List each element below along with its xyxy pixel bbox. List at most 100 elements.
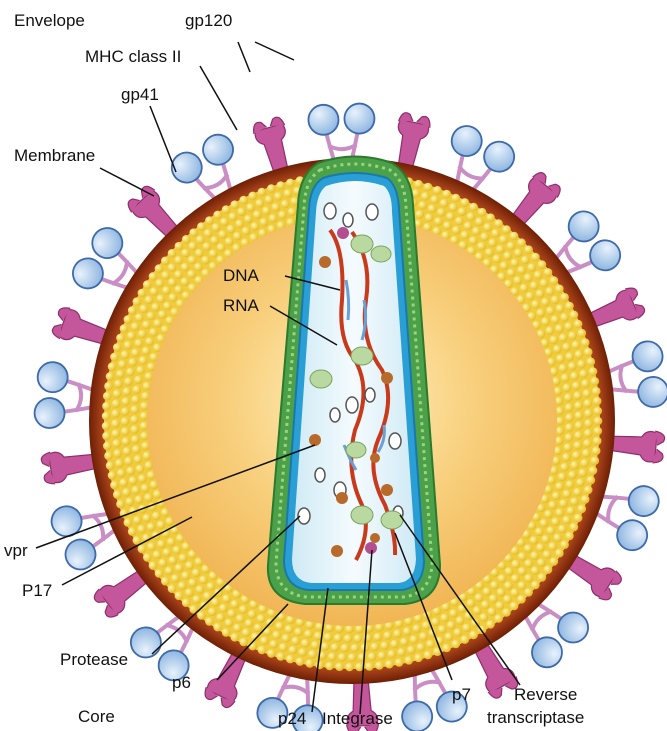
- matrix-bead: [449, 203, 458, 212]
- matrix-bead: [403, 627, 412, 636]
- matrix-bead: [120, 324, 129, 333]
- matrix-bead: [276, 652, 285, 661]
- matrix-bead: [458, 207, 467, 216]
- matrix-bead: [517, 595, 526, 604]
- matrix-bead: [579, 469, 588, 478]
- matrix-bead: [374, 633, 383, 642]
- matrix-bead: [133, 516, 142, 525]
- matrix-bead: [400, 638, 409, 647]
- matrix-bead: [560, 463, 569, 472]
- matrix-bead: [265, 195, 274, 204]
- matrix-bead: [123, 447, 132, 456]
- matrix-bead: [138, 474, 147, 483]
- matrix-bead: [151, 303, 160, 312]
- matrix-bead: [111, 419, 120, 428]
- matrix-bead: [222, 628, 231, 637]
- matrix-bead: [324, 633, 333, 642]
- matrix-bead: [431, 195, 440, 204]
- matrix-bead: [390, 640, 399, 649]
- matrix-bead: [452, 226, 461, 235]
- matrix-bead: [102, 422, 111, 431]
- matrix-bead: [560, 540, 569, 549]
- matrix-bead: [568, 331, 577, 340]
- matrix-bead: [546, 287, 555, 296]
- matrix-bead: [572, 451, 581, 460]
- matrix-bead: [242, 227, 251, 236]
- matrix-bead: [122, 397, 131, 406]
- matrix-bead: [282, 634, 291, 643]
- matrix-bead: [564, 443, 573, 452]
- matrix-bead: [565, 403, 574, 412]
- matrix-bead: [576, 478, 585, 487]
- matrix-bead: [260, 636, 269, 645]
- matrix-bead: [102, 402, 111, 411]
- label-gp41: gp41: [121, 85, 159, 104]
- matrix-bead: [196, 235, 205, 244]
- matrix-bead: [578, 329, 587, 338]
- matrix-bead: [407, 646, 416, 655]
- matrix-bead: [133, 385, 142, 394]
- matrix-bead: [572, 382, 581, 391]
- matrix-bead: [308, 650, 317, 659]
- matrix-bead: [563, 384, 572, 393]
- matrix-bead: [205, 617, 214, 626]
- matrix-bead: [477, 242, 486, 251]
- matrix-bead: [145, 296, 154, 305]
- matrix-bead: [279, 643, 288, 652]
- matrix-bead: [175, 564, 184, 573]
- matrix-bead: [149, 561, 158, 570]
- matrix-bead: [445, 632, 454, 641]
- label-transcriptase: transcriptase: [487, 708, 584, 727]
- matrix-bead: [213, 623, 222, 632]
- matrix-bead: [565, 352, 574, 361]
- matrix-bead: [132, 486, 141, 495]
- matrix-bead: [551, 296, 560, 305]
- matrix-bead: [415, 210, 424, 219]
- matrix-bead: [124, 341, 133, 350]
- matrix-bead: [143, 553, 152, 562]
- matrix-bead: [577, 360, 586, 369]
- matrix-bead: [473, 606, 482, 615]
- matrix-bead: [225, 237, 234, 246]
- matrix-bead: [129, 476, 138, 485]
- matrix-bead: [555, 508, 564, 517]
- matrix-bead: [253, 210, 262, 219]
- matrix-bead: [157, 294, 166, 303]
- matrix-bead: [143, 280, 152, 289]
- matrix-bead: [570, 372, 579, 381]
- matrix-bead: [153, 319, 162, 328]
- matrix-bead: [555, 482, 564, 491]
- matrix-bead: [564, 322, 573, 331]
- matrix-bead: [553, 533, 562, 542]
- matrix-bead: [218, 230, 227, 239]
- matrix-bead: [534, 271, 543, 280]
- matrix-bead: [421, 192, 430, 201]
- matrix-bead: [175, 592, 184, 601]
- label-vpr: vpr: [4, 541, 28, 560]
- matrix-bead: [147, 542, 156, 551]
- matrix-bead: [550, 557, 559, 566]
- matrix-bead: [488, 239, 497, 248]
- matrix-bead: [185, 561, 194, 570]
- matrix-bead: [433, 186, 442, 195]
- matrix-bead: [262, 206, 271, 215]
- matrix-bead: [182, 598, 191, 607]
- matrix-bead: [132, 445, 141, 454]
- matrix-bead: [500, 261, 509, 270]
- matrix-bead: [181, 571, 190, 580]
- matrix-bead: [150, 287, 159, 296]
- matrix-bead: [173, 546, 182, 555]
- matrix-bead: [491, 229, 500, 238]
- matrix-bead: [452, 194, 461, 203]
- matrix-bead: [520, 284, 529, 293]
- matrix-bead: [181, 263, 190, 272]
- matrix-bead: [563, 516, 572, 525]
- matrix-bead: [454, 628, 463, 637]
- matrix-bead: [286, 655, 295, 664]
- matrix-bead: [594, 417, 603, 426]
- matrix-bead: [127, 332, 136, 341]
- matrix-bead: [574, 320, 583, 329]
- matrix-bead: [128, 527, 137, 536]
- matrix-bead: [570, 311, 579, 320]
- matrix-bead: [555, 285, 564, 294]
